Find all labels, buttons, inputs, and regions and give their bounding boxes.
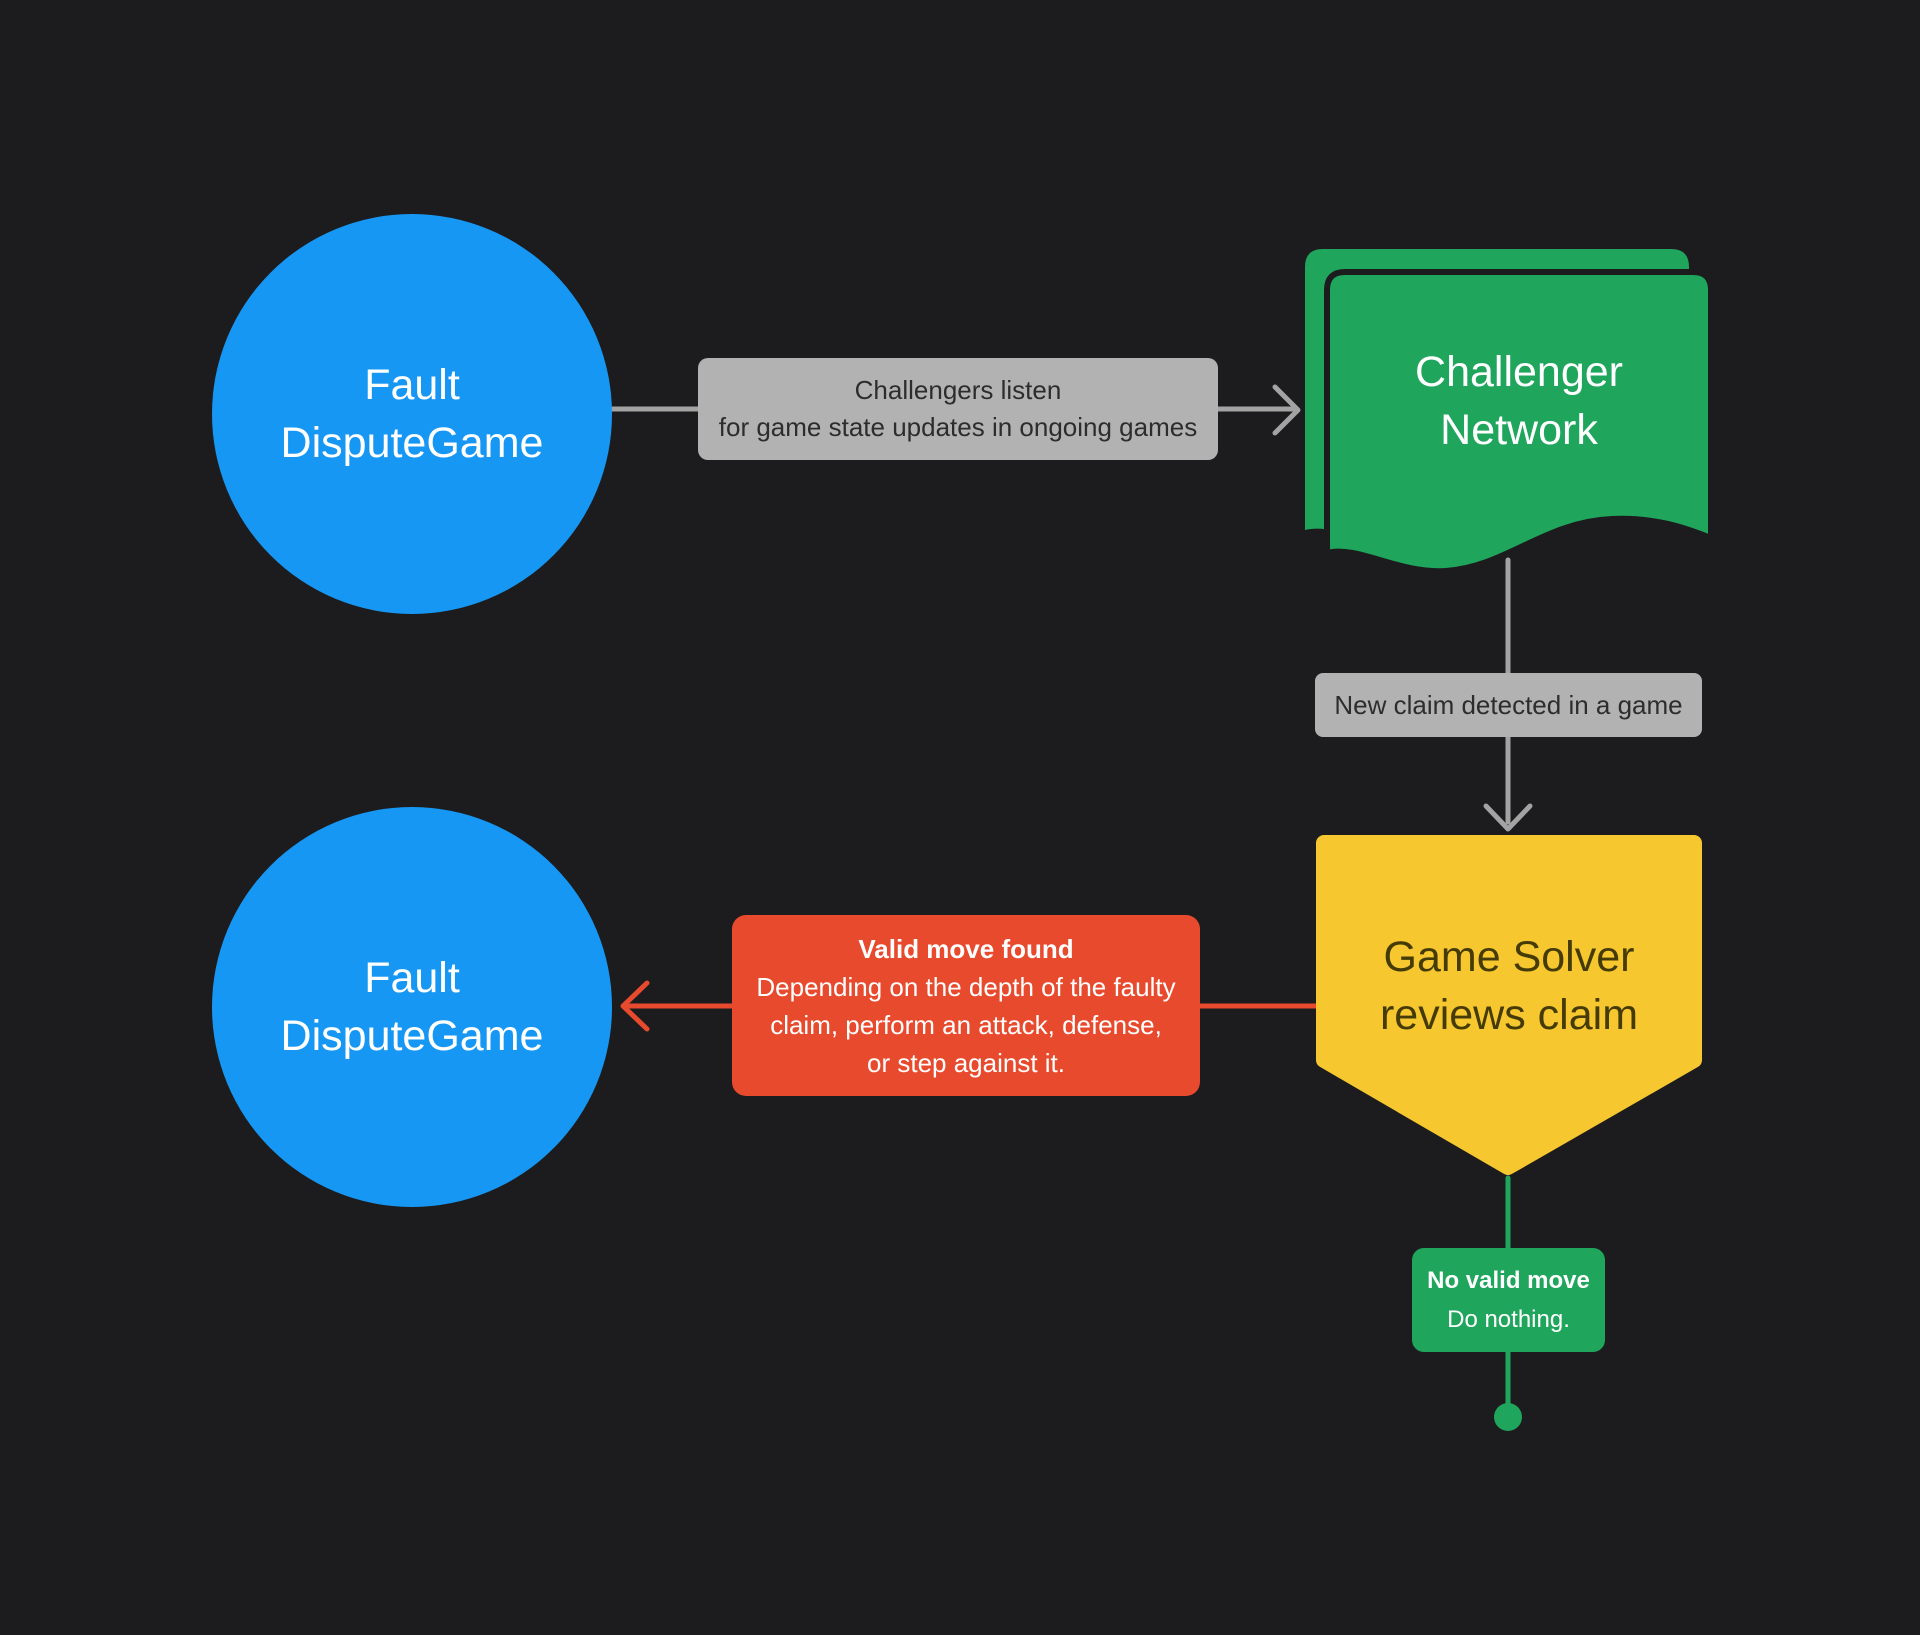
- edge-label-line: for game state updates in ongoing games: [718, 412, 1198, 442]
- terminal-dot: [1494, 1403, 1522, 1431]
- callout-line: or step against it.: [867, 1047, 1065, 1078]
- edge-label-new-claim: New claim detected in a game: [1315, 673, 1702, 737]
- node-challenger-network-label: Challenger Network: [1327, 343, 1711, 459]
- node-game-solver-label: Game Solver reviews claim: [1316, 928, 1702, 1044]
- node-label-line: Game Solver: [1383, 933, 1635, 981]
- edge-label-line: Challengers listen: [854, 375, 1062, 405]
- node-fault-dispute-game-top: Fault DisputeGame: [212, 214, 612, 614]
- callout-no-valid-move: No valid move Do nothing.: [1412, 1248, 1605, 1352]
- arrowhead-down-icon: [1483, 803, 1533, 832]
- node-label-line: Network: [1440, 406, 1598, 454]
- node-label-line: Challenger: [1415, 348, 1623, 396]
- edge-label-line: New claim detected in a game: [1334, 690, 1683, 720]
- node-fault-dispute-game-bottom: Fault DisputeGame: [212, 807, 612, 1207]
- node-label-line: DisputeGame: [280, 1012, 544, 1060]
- callout-line: Do nothing.: [1447, 1306, 1570, 1333]
- node-label-line: reviews claim: [1379, 991, 1639, 1039]
- callout-line: Depending on the depth of the faulty: [756, 971, 1176, 1002]
- flag-front-shape: [1324, 269, 1714, 575]
- callout-line: claim, perform an attack, defense,: [770, 1009, 1162, 1040]
- callout-title: Valid move found: [858, 933, 1074, 964]
- pentagon-shape: [1316, 835, 1702, 1175]
- edge-label-challengers-listen: Challengers listen for game state update…: [698, 358, 1218, 460]
- callout-valid-move-found: Valid move found Depending on the depth …: [732, 915, 1200, 1096]
- node-label-line: DisputeGame: [280, 419, 544, 467]
- arrowhead-right-icon: [1272, 384, 1301, 436]
- callout-title: No valid move: [1427, 1267, 1590, 1294]
- node-label-line: Fault: [364, 954, 460, 1002]
- node-label-line: Fault: [364, 361, 460, 409]
- arrowhead-left-red-icon: [620, 980, 650, 1032]
